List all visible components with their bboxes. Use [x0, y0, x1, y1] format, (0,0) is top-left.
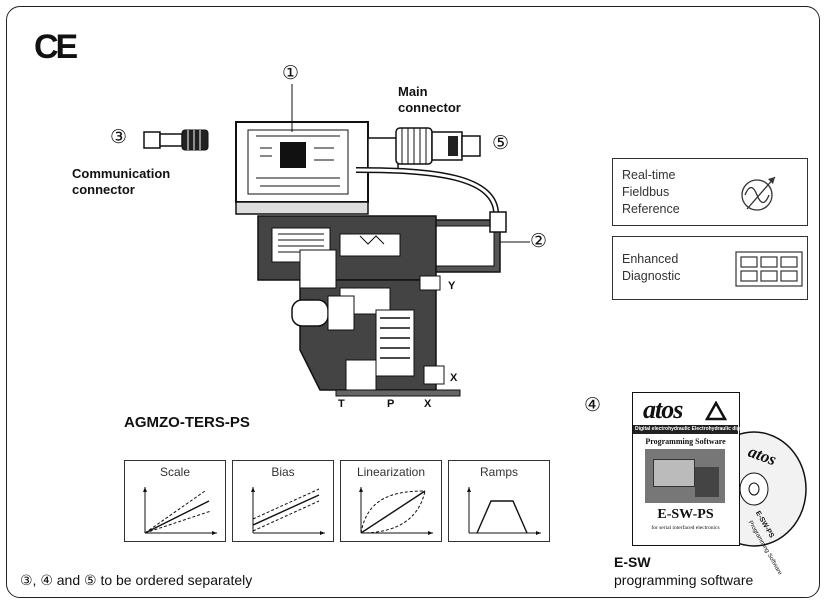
info-box-fieldbus: Real-time Fieldbus Reference	[612, 158, 808, 226]
software-product-sub: for serial interfaced electronics	[651, 525, 720, 531]
callout-3: ③	[110, 126, 128, 148]
software-title: E-SW	[614, 554, 651, 570]
software-photo	[645, 449, 725, 503]
port-p-label: P	[387, 398, 395, 410]
callout-2: ②	[530, 230, 548, 252]
grid-display-icon	[735, 251, 803, 287]
scale-graph-icon	[143, 487, 217, 535]
info-box-diagnostic: Enhanced Diagnostic	[612, 236, 808, 300]
function-label-linearization: Linearization	[356, 465, 426, 479]
callout-2-leader	[500, 241, 530, 243]
port-y-label: Y	[448, 280, 456, 292]
main-connector-label: Main connector	[398, 84, 461, 115]
function-box-bias: Bias	[232, 460, 334, 542]
callout-1-leader	[291, 84, 293, 132]
communication-connector-image	[143, 129, 209, 151]
footnote: ③, ④ and ⑤ to be ordered separately	[20, 572, 253, 588]
port-x-bottom-label: X	[424, 398, 432, 410]
sine-gauge-icon	[741, 176, 776, 211]
valve-drawing	[235, 121, 507, 397]
port-t-label: T	[338, 398, 345, 410]
software-caption: programming software	[614, 572, 754, 588]
ramps-graph-icon	[467, 487, 541, 535]
software-subtitle: Programming Software	[645, 437, 726, 446]
function-box-linearization: Linearization	[340, 460, 442, 542]
info-box-fieldbus-line-2: Fieldbus	[622, 185, 670, 199]
callout-5: ⑤	[492, 132, 510, 154]
info-box-fieldbus-line-3: Reference	[622, 202, 680, 216]
port-x-right-label: X	[450, 372, 458, 384]
info-box-diagnostic-line-1: Enhanced	[622, 252, 679, 266]
callout-4: ④	[584, 394, 602, 416]
function-label-ramps: Ramps	[479, 465, 518, 479]
software-box: atos Digital electrohydraulic Electrohyd…	[632, 392, 747, 546]
info-box-diagnostic-line-2: Diagnostic	[622, 269, 681, 283]
model-name: AGMZO-TERS-PS	[124, 414, 250, 431]
main-connector-image	[395, 127, 481, 165]
communication-connector-label: Communication connector	[72, 166, 171, 197]
diagram-frame	[6, 6, 820, 598]
function-box-ramps: Ramps	[448, 460, 550, 542]
info-box-fieldbus-line-1: Real-time	[622, 168, 676, 182]
software-brand: atos	[643, 395, 683, 424]
bias-graph-icon	[251, 487, 325, 535]
brand-triangle-icon	[705, 401, 727, 421]
linearization-graph-icon	[359, 487, 433, 535]
ce-mark: CE	[34, 28, 78, 66]
function-box-scale: Scale	[124, 460, 226, 542]
function-label-bias: Bias	[271, 465, 295, 479]
function-label-scale: Scale	[159, 465, 191, 479]
software-band	[633, 425, 738, 434]
software-product: E-SW-PS	[657, 507, 714, 522]
software-band-text: Digital electrohydraulic Electrohydrauli…	[635, 426, 747, 432]
callout-1: ①	[282, 62, 300, 84]
